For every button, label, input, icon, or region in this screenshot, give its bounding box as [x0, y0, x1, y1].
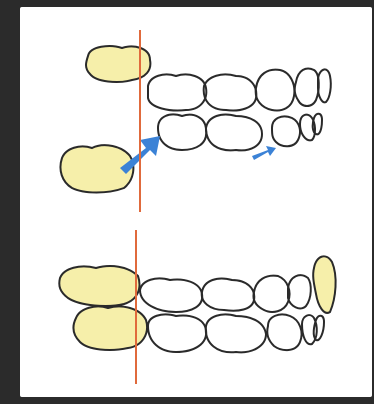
lower-molar-2 — [206, 115, 262, 151]
bottom-panel — [59, 256, 335, 352]
upper-premolar-1 — [256, 70, 295, 111]
lower-molar-1 — [158, 115, 206, 151]
upper-molar-1 — [140, 278, 202, 312]
upper-canine — [318, 69, 331, 102]
upper-premolar-1 — [253, 276, 289, 312]
upper-arch-bottom — [140, 275, 311, 312]
upper-premolar-2 — [295, 69, 319, 107]
lower-premolar-1 — [267, 314, 301, 350]
lower-arch-top — [158, 114, 322, 151]
yellow-tooth-upper-bottom — [59, 266, 139, 306]
lower-molar-1 — [148, 314, 206, 352]
mesial-drift-arrow-small — [252, 146, 276, 160]
upper-molar-1 — [148, 74, 206, 110]
lower-molar-2 — [206, 314, 266, 352]
upper-molar-2 — [204, 74, 257, 110]
top-panel — [60, 46, 330, 192]
upper-premolar-2 — [288, 275, 311, 308]
upper-molar-2 — [202, 279, 255, 311]
yellow-canine-bottom — [313, 256, 335, 313]
lower-premolar-1 — [272, 116, 300, 146]
upper-arch-top — [148, 69, 331, 111]
lower-arch-bottom — [148, 314, 324, 352]
